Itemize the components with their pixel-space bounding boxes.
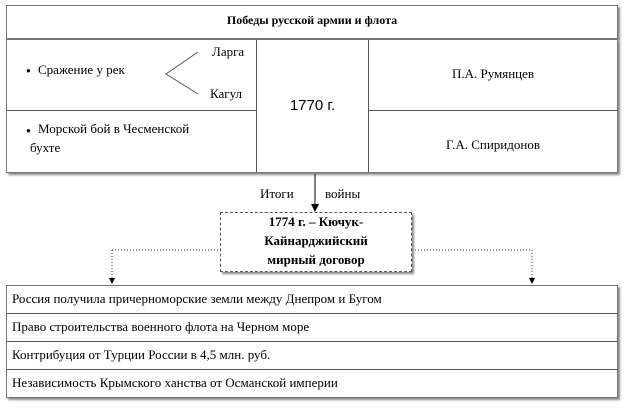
table-row-divider-left — [7, 110, 256, 111]
treaty-line1: 1774 г. – Кючук- — [268, 214, 364, 229]
treaty-line2: Кайнарджийский — [264, 233, 368, 248]
bullet-icon: ● — [26, 126, 31, 135]
chesma-battle-line2: бухте — [30, 140, 61, 155]
bullet-icon: ● — [26, 66, 31, 75]
results-label-right: войны — [325, 186, 361, 201]
outcome-item: Россия получила причерноморские земли ме… — [12, 291, 382, 306]
year-label: 1770 г. — [289, 97, 336, 114]
river-kagul: Кагул — [210, 86, 243, 101]
header-title: Победы русской армии и флота — [226, 13, 398, 27]
outcome-item: Право строительства военного флота на Че… — [12, 319, 310, 334]
table-row-divider-right — [369, 110, 617, 111]
commander-rumyantsev: П.А. Румянцев — [451, 66, 535, 81]
outcome-item: Контрибуция от Турции России в 4,5 млн. … — [12, 347, 271, 362]
header-box — [6, 5, 618, 39]
results-label-left: Итоги — [260, 186, 294, 201]
commander-spiridonov: Г.А. Спиридонов — [446, 137, 540, 152]
outcomes-divider — [7, 341, 617, 342]
river-larga: Ларга — [212, 44, 245, 59]
battles-table — [6, 39, 618, 173]
chesma-battle-line1: Морской бой в Чесменской — [38, 121, 190, 136]
outcomes-divider — [7, 369, 617, 370]
table-divider-left — [256, 40, 257, 172]
table-divider-right — [368, 40, 369, 172]
treaty-box — [220, 212, 412, 272]
battle-rivers-label: Сражение у рек — [38, 62, 125, 77]
outcome-item: Независимость Крымского ханства от Осман… — [12, 375, 338, 390]
outcomes-divider — [7, 313, 617, 314]
treaty-line3: мирный договор — [267, 252, 365, 267]
